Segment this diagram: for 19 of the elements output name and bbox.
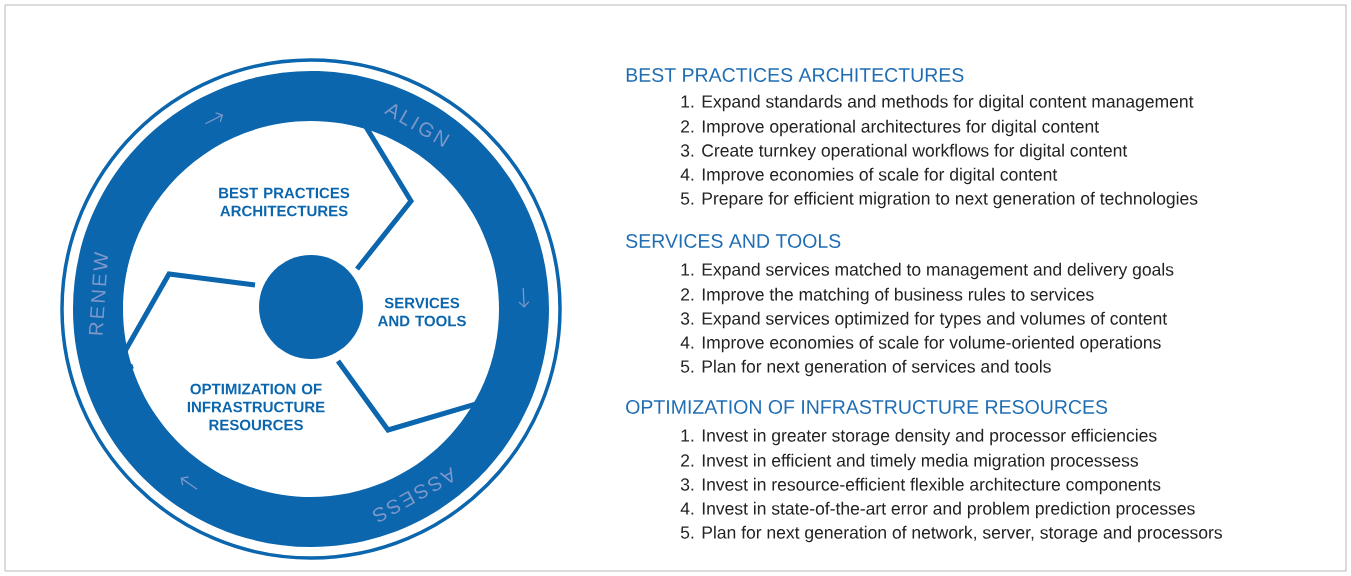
hub-circle <box>259 255 363 359</box>
list-item: 4. Improve economies of scale for digital content <box>680 167 1058 185</box>
list-item: 3. Expand services optimized for types and volumes of content <box>680 311 1168 329</box>
list-item: 5. Plan for next generation of services and tools <box>680 359 1051 377</box>
list-item: 4. Improve economies of scale for volume-oriented operations <box>680 335 1161 353</box>
list-item: 2. Invest in efficient and timely media migration processess <box>681 453 1138 471</box>
list-item: 1. Invest in greater storage density and processor efficiencies <box>681 428 1157 446</box>
section-heading: OPTIMIZATION OF INFRASTRUCTURE RESOURCES <box>626 400 1108 414</box>
section-heading: BEST PRACTICES ARCHITECTURES <box>626 68 964 82</box>
list-item: 5. Prepare for efficient migration to next generation of technologies <box>680 191 1198 209</box>
section-heading: SERVICES AND TOOLS <box>626 234 841 248</box>
list-item: 2. Improve the matching of business rules to services <box>681 287 1094 305</box>
list-item: 5. Plan for next generation of network, server, storage and processors <box>680 525 1222 543</box>
list-item: 1. Expand standards and methods for digital content management <box>681 94 1194 112</box>
list-item: 1. Expand services matched to management and delivery goals <box>681 262 1174 280</box>
list-item: 3. Invest in resource-efficient flexible architecture components <box>680 477 1161 495</box>
list-item: 3. Create turnkey operational workflows for digital content <box>680 143 1128 161</box>
list-item: 4. Invest in state-of-the-art error and problem prediction processes <box>680 501 1195 519</box>
list-item: 2. Improve operational architectures for digital content <box>681 119 1099 137</box>
